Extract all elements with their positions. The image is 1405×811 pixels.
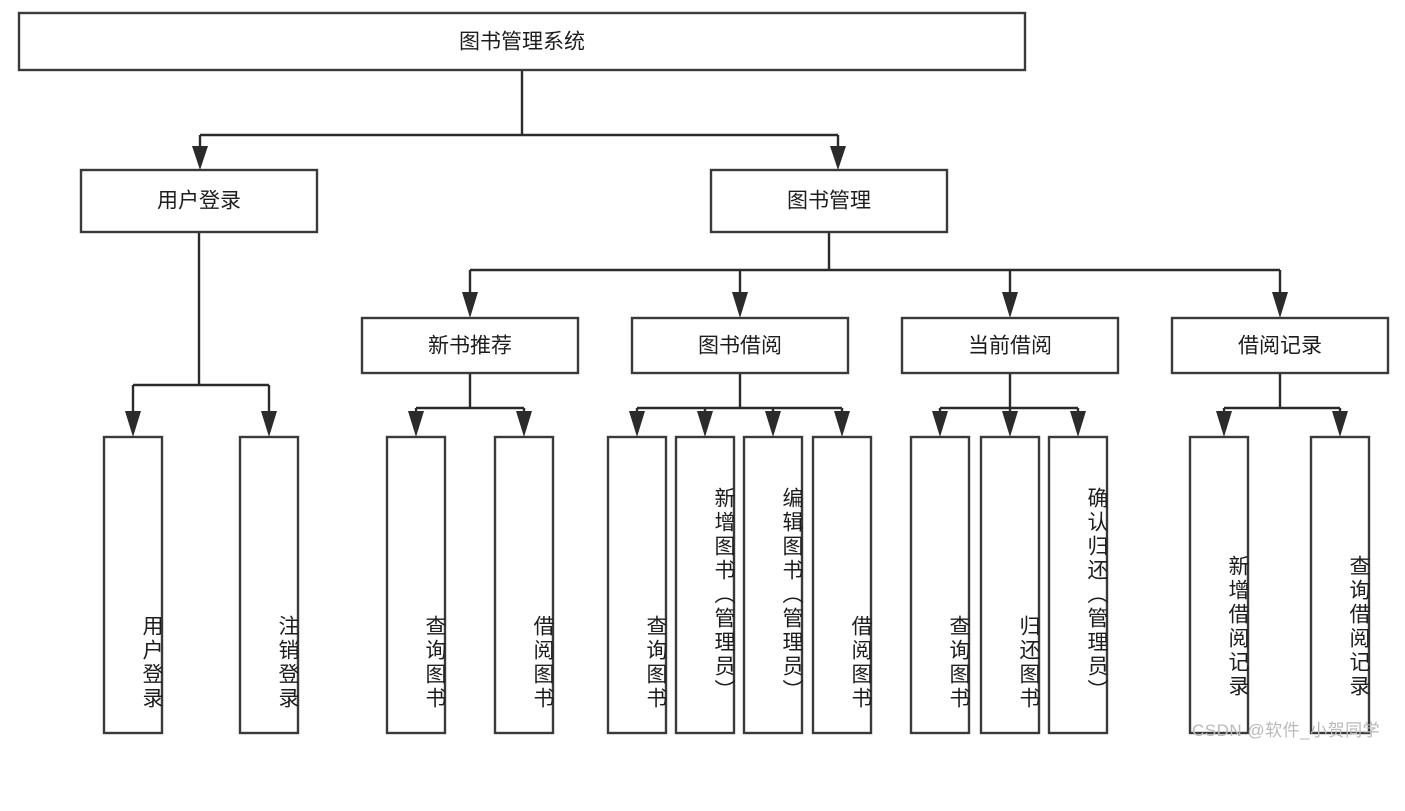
leaf-box-current-borrow-2[interactable] bbox=[1047, 435, 1109, 735]
arrowhead-leaf-book-borrow-3 bbox=[834, 411, 850, 437]
arrowhead-leaf-book-borrow-1 bbox=[697, 411, 713, 437]
diagram-canvas: 图书管理系统 用户登录 图书管理 新书推荐 图书借阅 当前借阅 借阅记录 bbox=[17, 11, 1390, 735]
node-book-management-box[interactable] bbox=[709, 168, 949, 234]
node-user-login[interactable]: 用户登录 bbox=[79, 168, 319, 234]
node-user-login-box[interactable] bbox=[79, 168, 319, 234]
arrowhead-leaf-current-borrow-1 bbox=[1002, 411, 1018, 437]
arrowhead-leaf-user-login-1 bbox=[261, 411, 277, 437]
node-borrow-record[interactable]: 借阅记录 bbox=[1170, 316, 1390, 375]
edge-borrow-record-split bbox=[1222, 373, 1342, 415]
edge-current-borrow-split bbox=[938, 373, 1080, 415]
edge-group-book-borrow-to-leaves bbox=[629, 373, 850, 437]
edge-user-login-split bbox=[131, 232, 271, 413]
edge-bm-split bbox=[468, 232, 1282, 296]
edge-book-borrow-split bbox=[635, 373, 844, 415]
node-new-book-recommend[interactable]: 新书推荐 bbox=[360, 316, 580, 375]
leaf-box-user-login-0[interactable] bbox=[102, 435, 164, 735]
arrowhead-to-book-management bbox=[830, 146, 846, 170]
node-book-borrow-box[interactable] bbox=[630, 316, 850, 375]
node-book-management-label: 图书管理 bbox=[787, 190, 871, 213]
leaf-box-user-login-1[interactable] bbox=[238, 435, 300, 735]
node-root-box[interactable] bbox=[17, 11, 1027, 72]
node-current-borrow-box[interactable] bbox=[900, 316, 1120, 375]
leaf-box-borrow-record-0[interactable] bbox=[1188, 435, 1250, 735]
arrowhead-to-current-borrow bbox=[1002, 292, 1018, 318]
node-user-login-label: 用户登录 bbox=[157, 190, 241, 213]
edge-group-root-to-level2 bbox=[192, 70, 846, 170]
leaf-box-current-borrow-0[interactable] bbox=[909, 435, 971, 735]
arrowhead-to-new-book bbox=[462, 292, 478, 318]
leaf-box-book-borrow-1[interactable] bbox=[674, 435, 736, 735]
arrowhead-to-user-login bbox=[192, 146, 208, 170]
book-management-system-diagram: 图书管理系统 用户登录 图书管理 新书推荐 图书借阅 当前借阅 借阅记录 bbox=[17, 11, 1390, 740]
arrowhead-to-borrow-record bbox=[1272, 292, 1288, 318]
leaf-box-new-book-0[interactable] bbox=[385, 435, 447, 735]
edge-group-user-login-to-leaves bbox=[125, 232, 277, 437]
arrowhead-leaf-borrow-record-1 bbox=[1332, 411, 1348, 437]
node-book-borrow[interactable]: 图书借阅 bbox=[630, 316, 850, 375]
node-borrow-record-box[interactable] bbox=[1170, 316, 1390, 375]
node-book-borrow-label: 图书借阅 bbox=[698, 335, 782, 358]
arrowhead-leaf-current-borrow-2 bbox=[1070, 411, 1086, 437]
arrowhead-leaf-current-borrow-0 bbox=[932, 411, 948, 437]
leaf-box-new-book-1[interactable] bbox=[493, 435, 555, 735]
arrowhead-leaf-new-book-1 bbox=[516, 411, 532, 437]
arrowhead-to-book-borrow bbox=[732, 292, 748, 318]
node-new-book-recommend-box[interactable] bbox=[360, 316, 580, 375]
arrowhead-leaf-user-login-0 bbox=[125, 411, 141, 437]
watermark-csdn: CSDN @软件_小贺同学 bbox=[1192, 721, 1381, 740]
node-root[interactable]: 图书管理系统 bbox=[17, 11, 1027, 72]
node-current-borrow[interactable]: 当前借阅 bbox=[900, 316, 1120, 375]
node-current-borrow-label: 当前借阅 bbox=[968, 335, 1052, 358]
node-root-label: 图书管理系统 bbox=[459, 31, 585, 54]
leaf-box-book-borrow-2[interactable] bbox=[742, 435, 804, 735]
arrowhead-leaf-book-borrow-0 bbox=[629, 411, 645, 437]
node-book-management[interactable]: 图书管理 bbox=[709, 168, 949, 234]
edge-new-book-split bbox=[414, 373, 526, 415]
leaf-box-book-borrow-0[interactable] bbox=[606, 435, 668, 735]
edge-group-borrow-record-to-leaves bbox=[1216, 373, 1348, 437]
edge-root-split bbox=[198, 70, 840, 152]
arrowhead-leaf-new-book-0 bbox=[408, 411, 424, 437]
leaf-box-borrow-record-1[interactable] bbox=[1309, 435, 1371, 735]
arrowhead-leaf-borrow-record-0 bbox=[1216, 411, 1232, 437]
leaf-box-current-borrow-1[interactable] bbox=[979, 435, 1041, 735]
edge-group-book-management-to-level3 bbox=[462, 232, 1288, 318]
leaf-box-book-borrow-3[interactable] bbox=[811, 435, 873, 735]
arrowhead-leaf-book-borrow-2 bbox=[765, 411, 781, 437]
edge-group-new-book-to-leaves bbox=[408, 373, 532, 437]
edge-group-current-borrow-to-leaves bbox=[932, 373, 1086, 437]
node-new-book-recommend-label: 新书推荐 bbox=[428, 335, 512, 358]
node-borrow-record-label: 借阅记录 bbox=[1238, 335, 1322, 358]
